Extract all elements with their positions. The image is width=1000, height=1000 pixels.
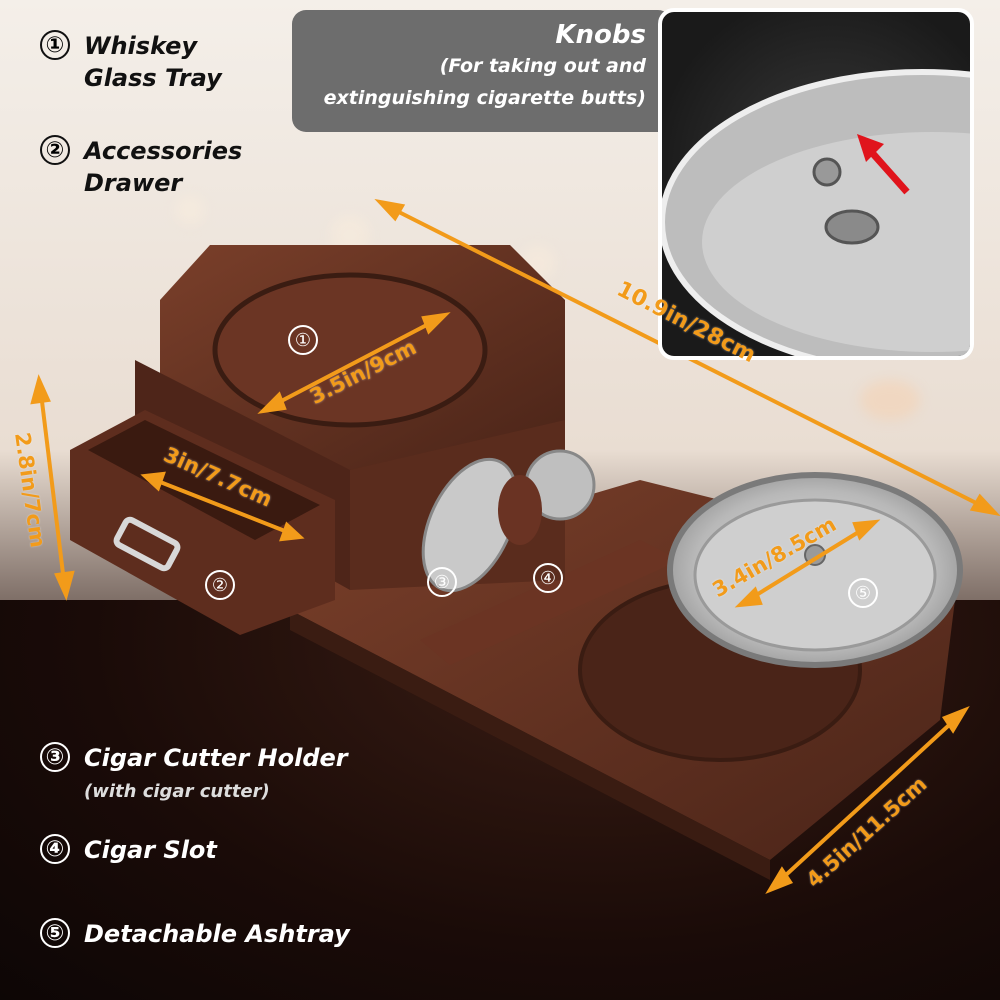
- knobs-title: Knobs: [555, 20, 646, 50]
- knobs-label-box: Knobs (For taking out and extinguishing …: [292, 10, 672, 132]
- legend-label-1a: Whiskey: [84, 32, 198, 60]
- ashtray-illustration: [667, 472, 963, 668]
- legend-sub-3: (with cigar cutter): [84, 781, 270, 802]
- legend-label-4: Cigar Slot: [84, 836, 217, 864]
- legend-label-5: Detachable Ashtray: [84, 920, 350, 948]
- cigar-slot: [420, 540, 680, 665]
- bokeh-light: [860, 380, 920, 420]
- knob-closeup-photo: [658, 8, 974, 360]
- base-board-edge: [290, 610, 770, 880]
- glass-recess: [212, 272, 488, 428]
- marker-1: ①: [288, 325, 318, 355]
- legend-item-2: ② Accessories Drawer: [40, 135, 242, 199]
- legend-number-1: ①: [40, 30, 70, 60]
- legend-item-5: ⑤ Detachable Ashtray: [40, 918, 350, 950]
- knob-closeup-illustration: [662, 69, 970, 356]
- legend-item-1: ① Whiskey Glass Tray: [40, 30, 222, 94]
- legend-label-3: Cigar Cutter Holder: [84, 744, 348, 772]
- legend-number-2: ②: [40, 135, 70, 165]
- legend-number-5: ⑤: [40, 918, 70, 948]
- marker-4: ④: [533, 563, 563, 593]
- marker-5: ⑤: [848, 578, 878, 608]
- knobs-callout: Knobs (For taking out and extinguishing …: [292, 8, 982, 360]
- legend-number-4: ④: [40, 834, 70, 864]
- drawer-handle: [113, 516, 181, 572]
- marker-3: ③: [427, 567, 457, 597]
- knobs-desc-line1: (For taking out and: [439, 55, 646, 77]
- legend-label-2a: Accessories: [84, 137, 243, 165]
- legend-label-1b: Glass Tray: [84, 64, 222, 92]
- legend-item-4: ④ Cigar Slot: [40, 834, 217, 866]
- knobs-desc-line2: extinguishing cigarette butts): [323, 87, 646, 109]
- legend-number-3: ③: [40, 742, 70, 772]
- legend-label-2b: Drawer: [84, 169, 183, 197]
- drawer-inside: [88, 420, 320, 540]
- legend-item-3: ③ Cigar Cutter Holder (with cigar cutter…: [40, 742, 348, 808]
- marker-2: ②: [205, 570, 235, 600]
- bokeh-light: [175, 195, 205, 225]
